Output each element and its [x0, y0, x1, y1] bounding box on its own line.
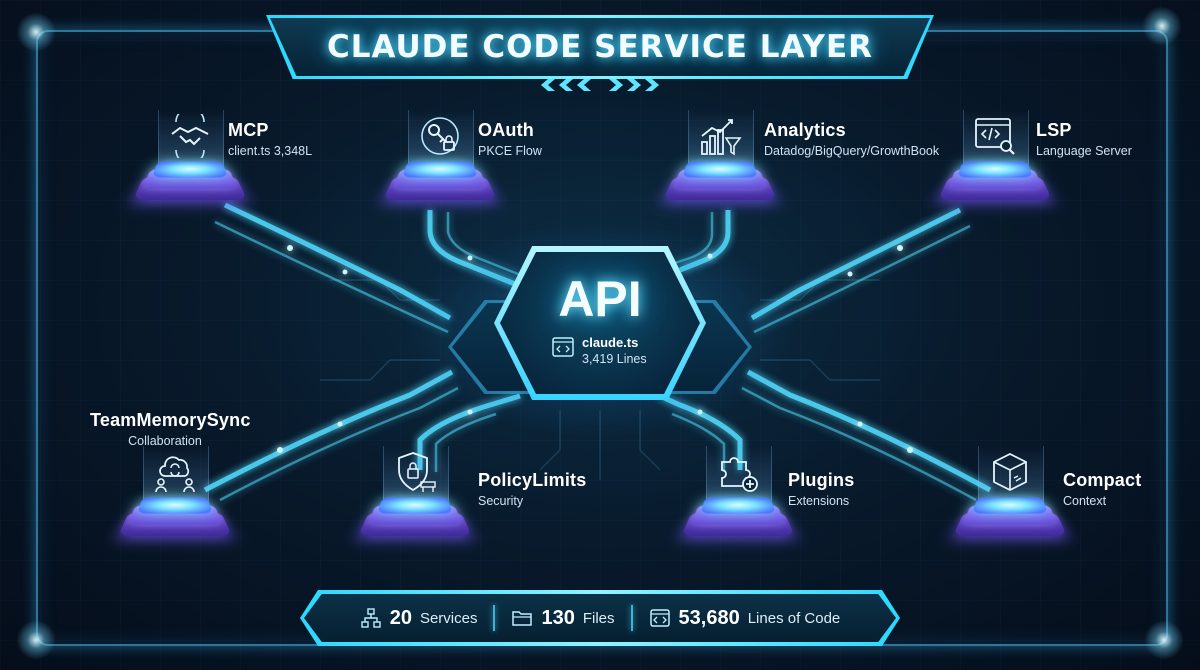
stat-lines-label: Lines of Code	[747, 609, 841, 627]
service-label-policylimits: PolicyLimits Security	[478, 470, 587, 508]
service-node-mcp[interactable]	[132, 110, 248, 210]
api-hub-filename: claude.ts	[582, 335, 639, 350]
network-icon	[361, 608, 381, 628]
corner-glow-top-left	[16, 12, 56, 52]
api-hub-file: claude.ts 3,419 Lines	[552, 335, 662, 369]
service-label-teammemorysync: TeamMemorySync Collaboration	[90, 410, 251, 448]
bar-chart-funnel-icon	[701, 119, 742, 156]
stat-files-value: 130	[541, 606, 575, 629]
code-file-icon	[552, 337, 574, 357]
code-window-icon	[649, 609, 670, 627]
api-hub[interactable]	[500, 252, 700, 394]
service-node-analytics[interactable]	[662, 110, 778, 210]
service-label-oauth: OAuth PKCE Flow	[478, 120, 542, 158]
service-node-teammemorysync[interactable]	[117, 446, 233, 546]
api-hub-line-count: 3,419 Lines	[582, 352, 647, 366]
service-label-lsp: LSP Language Server	[1036, 120, 1132, 158]
handshake-icon	[171, 114, 209, 158]
service-node-compact[interactable]	[952, 446, 1068, 546]
title-banner: CLAUDE CODE SERVICE LAYER	[270, 18, 930, 76]
key-lock-icon	[421, 117, 459, 155]
corner-glow-bottom-right	[1144, 620, 1184, 660]
folder-icon	[512, 611, 533, 626]
shield-lock-icon	[398, 452, 436, 492]
wire-compact	[746, 369, 992, 493]
stats-divider	[493, 605, 496, 631]
stats-divider	[630, 605, 633, 631]
service-node-lsp[interactable]	[937, 110, 1053, 210]
title-chevrons	[526, 79, 674, 93]
box-cube-icon	[993, 452, 1027, 492]
stat-services-value: 20	[389, 606, 412, 629]
wire-policylimits	[417, 393, 521, 470]
puzzle-plus-icon	[721, 457, 758, 492]
stat-files: 130 Files	[495, 607, 630, 630]
wire-mcp	[223, 202, 452, 321]
stat-lines: 53,680 Lines of Code	[633, 607, 857, 630]
wire-teammemorysync	[203, 369, 454, 493]
code-window-search-icon	[975, 118, 1015, 155]
service-label-compact: Compact Context	[1063, 470, 1142, 508]
service-node-oauth[interactable]	[382, 110, 498, 210]
page-title: CLAUDE CODE SERVICE LAYER	[326, 29, 874, 65]
service-label-analytics: Analytics Datadog/BigQuery/GrowthBook	[764, 120, 940, 158]
corner-glow-bottom-left	[16, 620, 56, 660]
stat-services-label: Services	[419, 609, 478, 627]
stat-lines-value: 53,680	[678, 606, 740, 629]
service-label-mcp: MCP client.ts 3,348L	[228, 120, 313, 158]
stats-bar: 20 Services 130 Files 53,680 Lines of Co…	[304, 594, 896, 642]
corner-glow-top-right	[1142, 6, 1182, 46]
wire-oauth	[427, 210, 521, 289]
service-label-plugins: Plugins Extensions	[788, 470, 855, 508]
wire-group	[203, 202, 992, 502]
service-node-plugins[interactable]	[680, 446, 796, 546]
wire-plugins	[658, 393, 743, 470]
wire-lsp	[750, 207, 962, 321]
wire-analytics	[679, 210, 731, 273]
service-node-policylimits[interactable]	[357, 446, 473, 546]
stat-services: 20 Services	[344, 607, 494, 630]
team-sync-icon	[155, 456, 195, 493]
api-hub-label: API	[558, 271, 642, 327]
stat-files-label: Files	[582, 609, 615, 627]
